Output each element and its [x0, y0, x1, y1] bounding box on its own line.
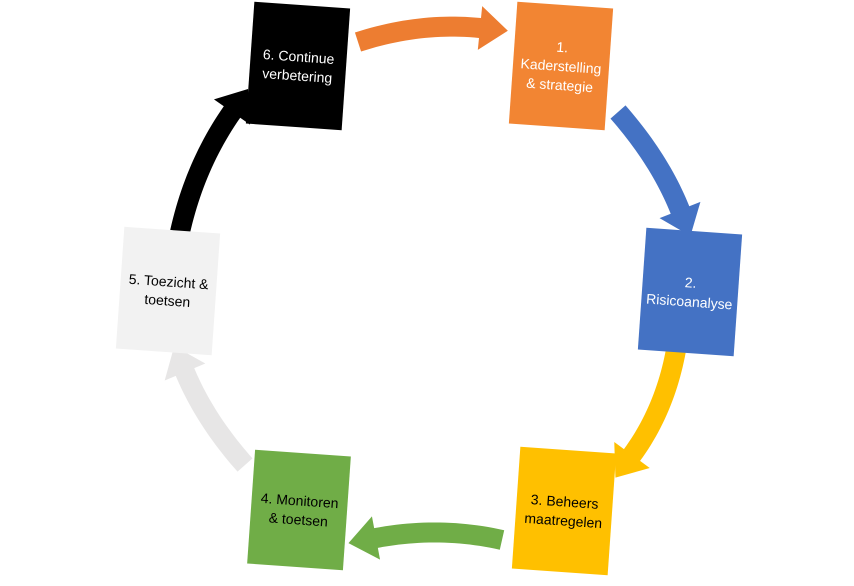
step-label-line: & strategie — [526, 75, 594, 96]
step-node-1: 1.Kaderstelling& strategie — [508, 1, 614, 131]
step-label-line: toetsen — [144, 291, 191, 310]
step-label-line: verbetering — [262, 65, 333, 86]
step-label-line: Kaderstelling — [520, 55, 602, 77]
step-label-line: 6. Continue — [262, 46, 335, 67]
step-label-line: Risicoanalyse — [646, 290, 733, 312]
step-box — [637, 227, 743, 357]
step-box — [511, 446, 617, 576]
step-box — [247, 449, 351, 571]
step-label-line: maatregelen — [524, 510, 603, 531]
step-box — [508, 1, 614, 131]
arrow-6-to-1 — [354, 6, 508, 52]
arrow-5-to-6 — [170, 89, 251, 235]
step-label-line: 3. Beheers — [530, 491, 599, 512]
step-label-line: 2. — [684, 274, 697, 291]
step-node-2: 2.Risicoanalyse — [637, 227, 743, 357]
step-label-line: 1. — [556, 39, 569, 56]
step-label-line: 5. Toezicht & — [128, 271, 209, 293]
arrow-1-to-2 — [610, 105, 701, 236]
arrow-3-to-4 — [348, 516, 505, 560]
arrow-4-to-5 — [164, 346, 253, 472]
step-box — [115, 226, 221, 356]
step-label-line: & toetsen — [268, 509, 328, 529]
step-label-line: 4. Monitoren — [260, 490, 339, 511]
step-box — [245, 1, 351, 131]
arrow-2-to-3 — [614, 348, 686, 478]
step-node-4: 4. Monitoren& toetsen — [247, 449, 351, 571]
step-node-5: 5. Toezicht &toetsen — [115, 226, 221, 356]
